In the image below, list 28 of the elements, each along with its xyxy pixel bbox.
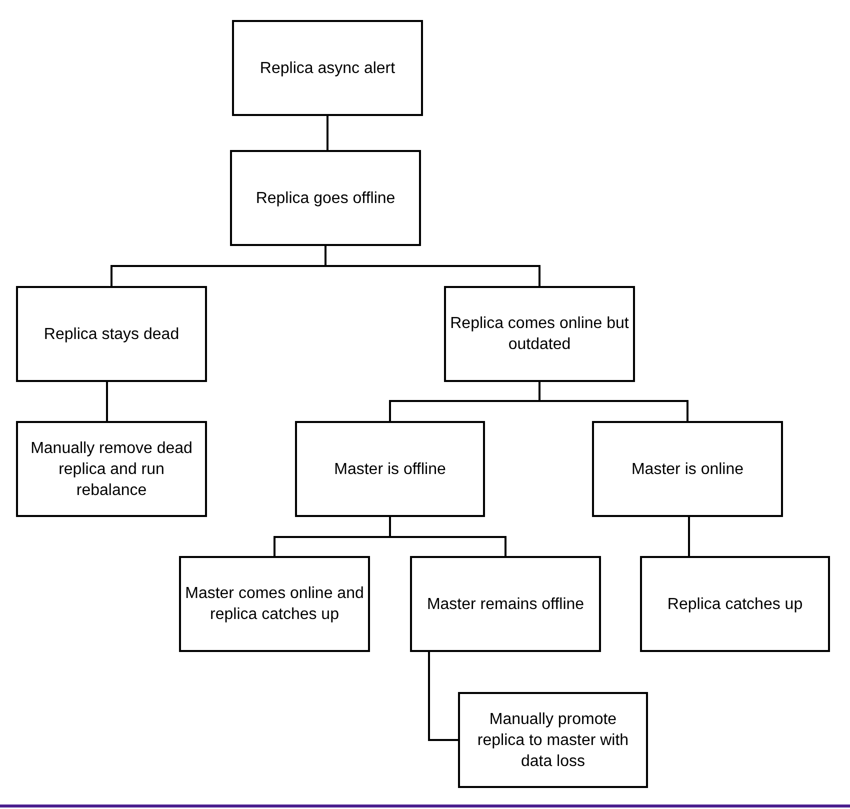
box-label: Manually remove dead replica and run rebalance (30, 438, 194, 500)
process-box (230, 150, 421, 246)
process-box (640, 556, 830, 652)
process-box (295, 421, 485, 517)
process-box (444, 286, 635, 382)
box-label: Master comes online and replica catches up (185, 584, 364, 625)
process-box (458, 692, 648, 788)
box-label: Master is offline (334, 460, 446, 480)
box-label: Manually promote replica to master with data loss (476, 710, 630, 772)
process-box (410, 556, 601, 652)
process-box (592, 421, 783, 517)
connector-line (688, 517, 690, 556)
process-box (232, 20, 423, 116)
process-box (179, 556, 370, 652)
box-label: Replica catches up (667, 594, 803, 614)
box-label: Master is online (631, 460, 744, 480)
connector-line (389, 517, 506, 556)
connector-line (326, 116, 328, 150)
process-box (16, 421, 207, 517)
box-label: Replica goes offline (256, 188, 396, 208)
connector-line (428, 652, 458, 741)
connector-line (324, 246, 540, 286)
connector-line (106, 382, 108, 421)
box-label: Master remains offline (426, 594, 584, 614)
box-label: Replica stays dead (44, 324, 180, 344)
process-box (16, 286, 207, 382)
box-label: Replica async alert (260, 58, 396, 78)
box-label: Replica comes online but outdated (450, 314, 629, 355)
